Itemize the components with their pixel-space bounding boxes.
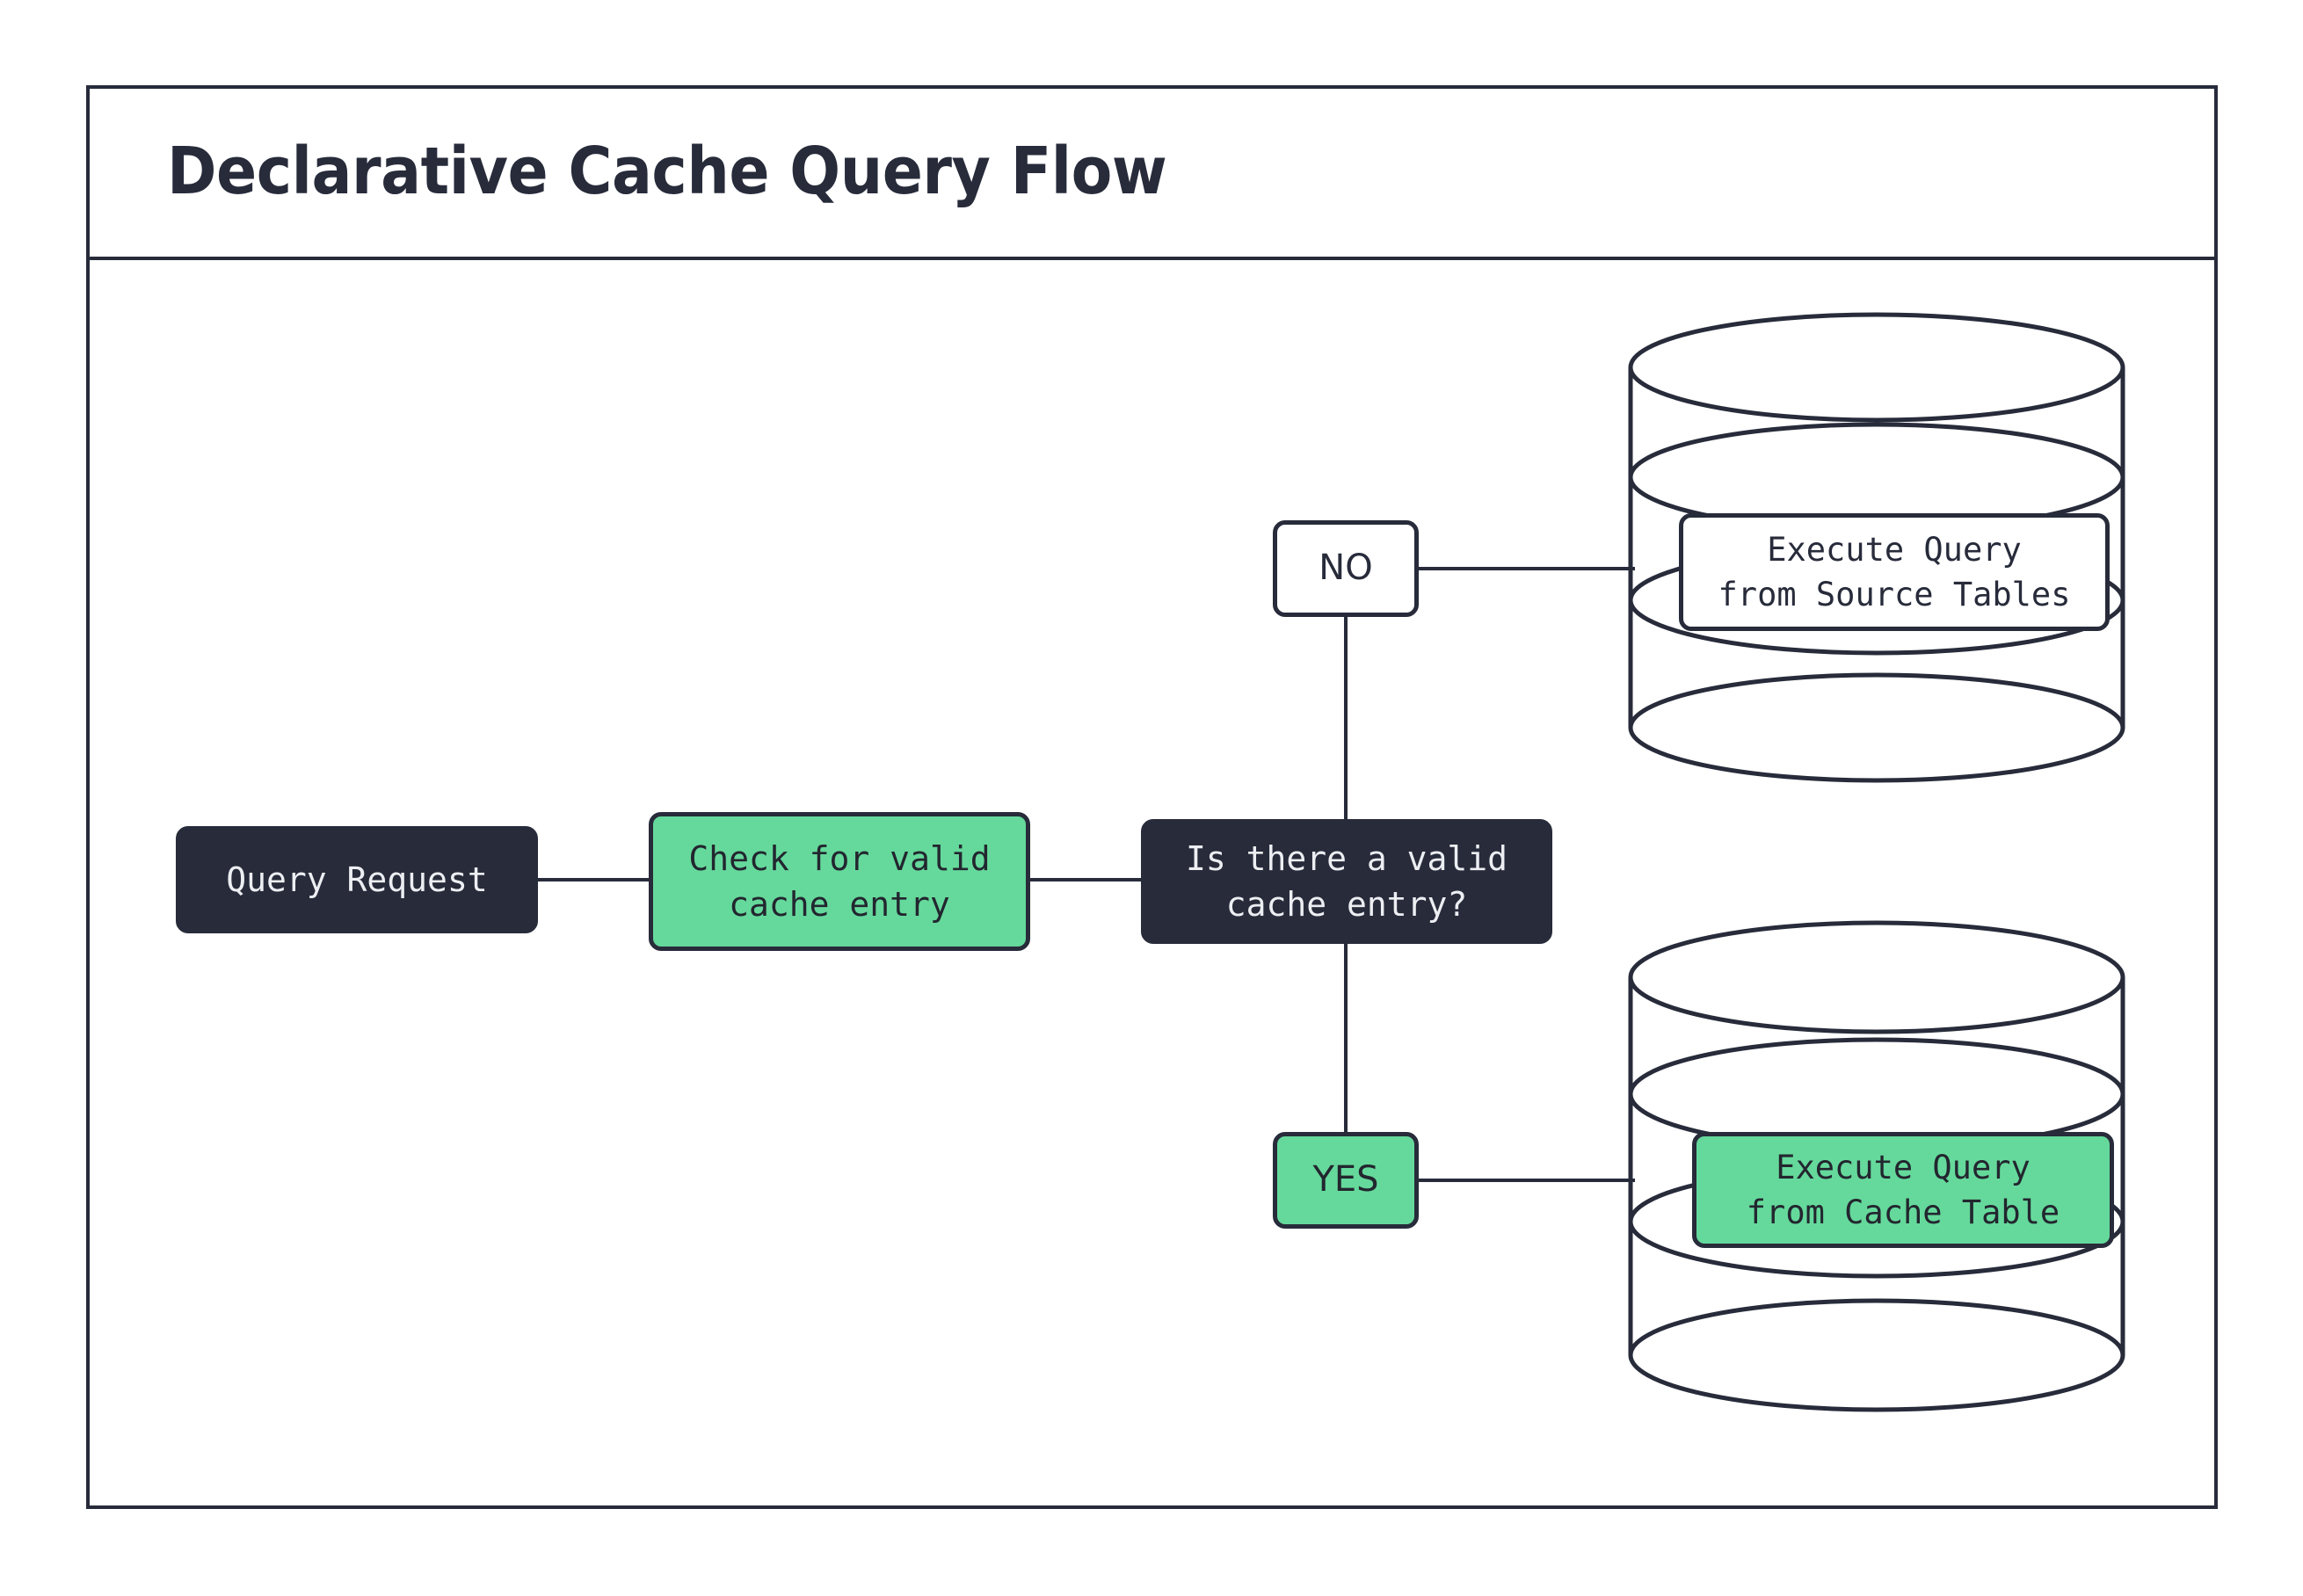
branch-label-no[interactable]: NO — [1273, 520, 1419, 617]
edge-check-cache-to-decision — [1028, 878, 1144, 881]
edge-no-to-source-tables — [1417, 567, 1635, 570]
edge-query-request-to-check-cache — [538, 878, 652, 881]
branch-label-yes[interactable]: YES — [1273, 1132, 1419, 1229]
edge-yes-to-cache-table — [1417, 1179, 1635, 1182]
node-query-request[interactable]: Query Request — [176, 826, 538, 933]
node-is-there-a-valid-cache-entry[interactable]: Is there a valid cache entry? — [1141, 819, 1552, 944]
node-execute-query-from-source-tables[interactable]: Execute Query from Source Tables — [1679, 513, 2110, 631]
node-execute-query-from-cache-table[interactable]: Execute Query from Cache Table — [1692, 1132, 2114, 1248]
diagram-frame — [86, 85, 2218, 1509]
page-title: Declarative Cache Query Flow — [167, 133, 1167, 209]
diagram-header: Declarative Cache Query Flow — [86, 85, 2218, 260]
node-check-for-valid-cache-entry[interactable]: Check for valid cache entry — [649, 812, 1030, 951]
